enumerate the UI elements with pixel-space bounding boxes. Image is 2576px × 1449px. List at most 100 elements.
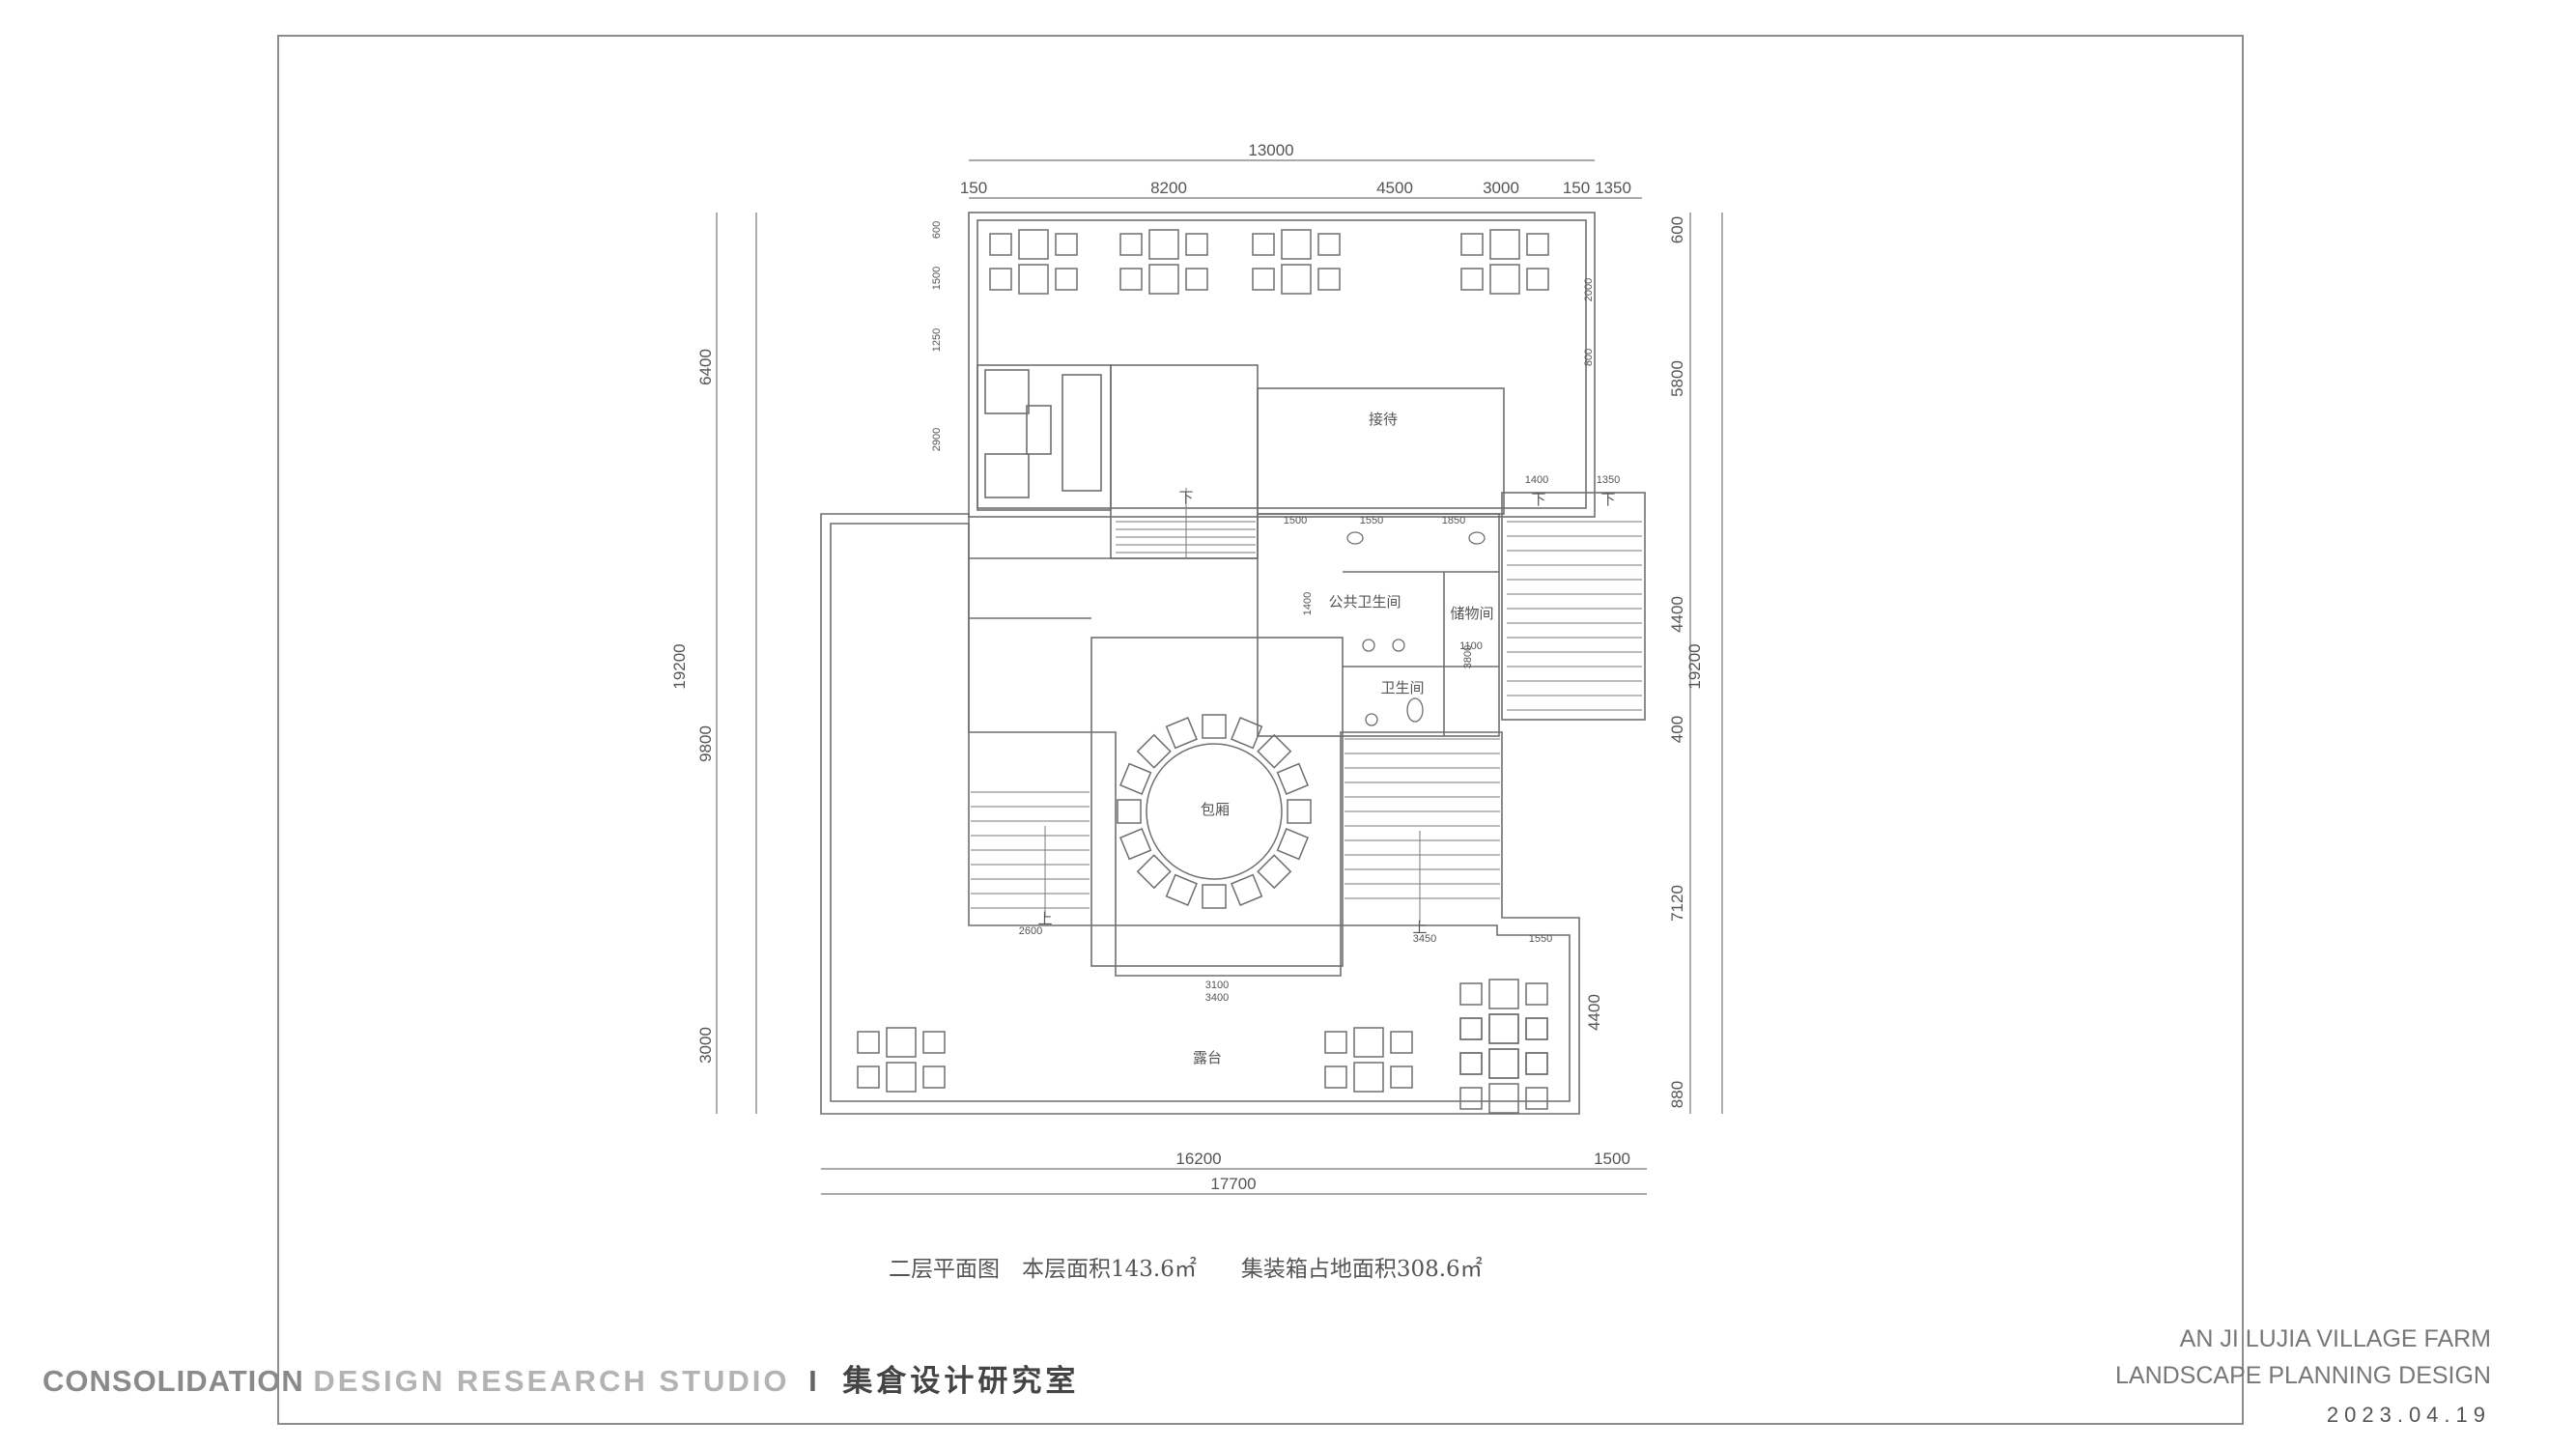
stair-label-down: 下 (1600, 492, 1615, 508)
upper-block-outline (968, 212, 1596, 518)
room-label-reception: 接待 (1369, 412, 1398, 428)
dim-small: 800 (1583, 349, 1595, 366)
table-set-piece (989, 268, 1012, 291)
dim-small: 3800 (1462, 645, 1474, 668)
dim-small: 2000 (1583, 278, 1595, 301)
dim-small: 1250 (931, 328, 943, 352)
dim-left-9800: 9800 (696, 725, 715, 762)
chair (1257, 733, 1292, 769)
armchair (984, 453, 1030, 498)
sink-fixture (1362, 639, 1375, 652)
dim-bottom-17700: 17700 (1210, 1175, 1256, 1193)
table-set-piece (1353, 1027, 1384, 1058)
project-title-line1: AN JI LUJIA VILLAGE FARM (2179, 1325, 2491, 1352)
table-set-piece (1119, 233, 1143, 256)
table-set-piece (1018, 229, 1049, 260)
table-set-piece (1489, 229, 1520, 260)
furniture-layout (857, 229, 1549, 1114)
chair (1136, 854, 1172, 890)
right-stair (1501, 492, 1646, 721)
table-set-piece (1526, 233, 1549, 256)
table-set-piece (1148, 264, 1179, 295)
studio-name-part2: DESIGN RESEARCH STUDIO (313, 1364, 790, 1398)
dim-small: 3100 (1205, 980, 1229, 991)
table-set-piece (1488, 979, 1519, 1009)
studio-name-part1: CONSOLIDATION (42, 1364, 304, 1398)
chair (1276, 828, 1309, 861)
table-set-piece (1252, 233, 1275, 256)
dim-bottom-1500: 1500 (1594, 1150, 1630, 1168)
dim-right-4400-upper: 4400 (1668, 596, 1686, 633)
dim-small: 1350 (1597, 474, 1620, 486)
chair (1165, 873, 1198, 906)
chair (1136, 733, 1172, 769)
table-set-piece (886, 1062, 917, 1093)
table-set-piece (886, 1027, 917, 1058)
chair (1119, 762, 1152, 795)
table-set-piece (1324, 1031, 1347, 1054)
table-set-piece (1526, 268, 1549, 291)
dim-small: 1500 (1284, 515, 1307, 526)
chair (1276, 762, 1309, 795)
table-set-piece (922, 1065, 946, 1089)
sink-fixture (1392, 639, 1405, 652)
stair-label-up: 上 (1412, 920, 1427, 936)
table-set-piece (1488, 1048, 1519, 1079)
dim-left-3000: 3000 (696, 1027, 715, 1064)
toilet-fixture (1346, 531, 1364, 545)
studio-name-cn: 集倉设计研究室 (842, 1364, 1080, 1398)
dim-top-1350: 1350 (1595, 179, 1631, 197)
table-set-piece (1252, 268, 1275, 291)
table-set-piece (1281, 229, 1312, 260)
table-set-piece (1018, 264, 1049, 295)
dim-small: 600 (931, 221, 943, 239)
stair-label-down: 下 (1178, 490, 1193, 506)
round-table (1146, 743, 1283, 880)
table-set-piece (1119, 268, 1143, 291)
chair (1165, 717, 1198, 750)
table-set-piece (1459, 1087, 1483, 1110)
table-set-piece (1459, 1017, 1483, 1040)
toilet-fixture (1406, 697, 1424, 723)
table-set-piece (1460, 268, 1484, 291)
table-set-piece (1148, 229, 1179, 260)
room-label-private-room: 包厢 (1201, 802, 1230, 818)
drawing-caption: 二层平面图 本层面积143.6㎡ 集装箱占地面积308.6㎡ (889, 1257, 1483, 1282)
table-chairs (1117, 714, 1312, 909)
dim-top-3000: 3000 (1483, 179, 1519, 197)
table-set-piece (1185, 233, 1208, 256)
studio-name: CONSOLIDATION DESIGN RESEARCH STUDIO I 集… (42, 1356, 1079, 1400)
room-label-terrace: 露台 (1193, 1050, 1222, 1066)
dim-right-4400-lower: 4400 (1585, 994, 1603, 1031)
dim-top-8200: 8200 (1150, 179, 1187, 197)
table-set-piece (1489, 264, 1520, 295)
dim-right-19200: 19200 (1685, 643, 1704, 689)
table-set-piece (1055, 233, 1078, 256)
table-set-piece (989, 233, 1012, 256)
table-set-piece (1488, 1048, 1519, 1079)
dim-small: 1850 (1442, 515, 1465, 526)
dim-small: 3400 (1205, 992, 1229, 1004)
dim-left-19200: 19200 (670, 643, 689, 689)
table-set-piece (1460, 233, 1484, 256)
sink-fixture (1365, 713, 1378, 726)
room-label-toilet: 卫生间 (1380, 680, 1424, 696)
table-set-piece (1488, 1083, 1519, 1114)
chair (1231, 873, 1263, 906)
room-label-storage: 储物间 (1450, 606, 1493, 622)
dim-small: 2600 (1019, 925, 1042, 937)
table-set-piece (1525, 1052, 1548, 1075)
stair-treads-right (1507, 521, 1642, 711)
project-title-line2: LANDSCAPE PLANNING DESIGN (2115, 1362, 2491, 1389)
table-set-piece (1185, 268, 1208, 291)
chair (1119, 828, 1152, 861)
dim-small: 1400 (1525, 474, 1548, 486)
table-set-piece (922, 1031, 946, 1054)
dim-left-6400: 6400 (696, 349, 715, 385)
table-set-piece (1525, 1017, 1548, 1040)
upper-block-inner (977, 219, 1587, 509)
table-set-piece (1459, 1052, 1483, 1075)
lounge-area (977, 364, 1112, 511)
table-set-piece (1488, 1013, 1519, 1044)
